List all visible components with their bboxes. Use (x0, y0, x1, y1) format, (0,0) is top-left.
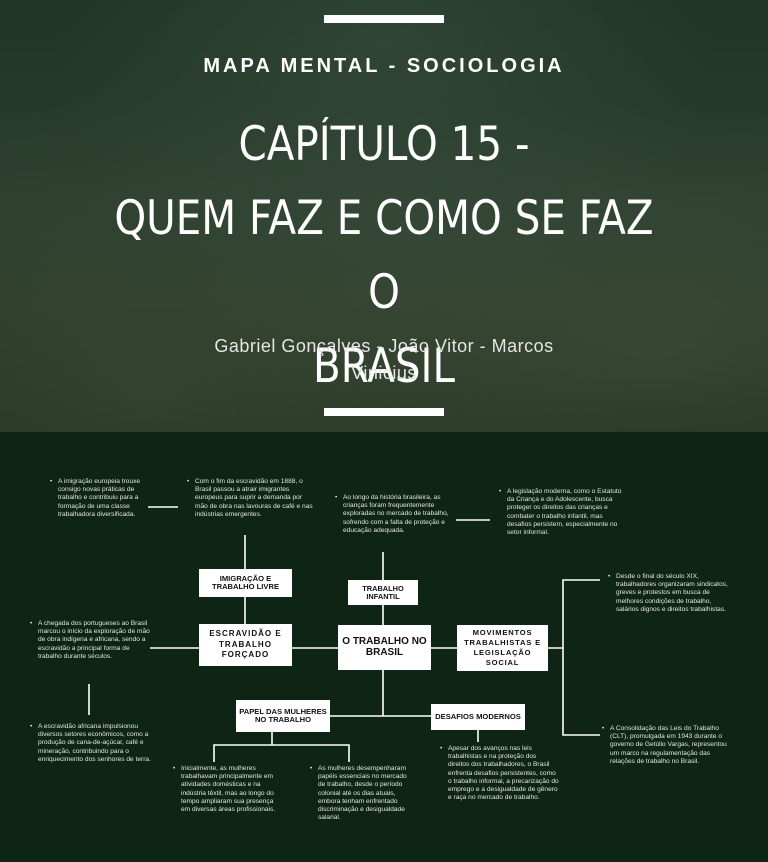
node-center-trabalho-no-brasil[interactable]: O TRABALHO NO BRASIL (338, 625, 431, 670)
note-chegada-portugueses: A chegada dos portugueses ao Brasil marc… (29, 620, 153, 661)
note-seculo-xix: Desde o final do século XIX, trabalhador… (607, 573, 735, 614)
node-papel-das-mulheres[interactable]: PAPEL DAS MULHERES NO TRABALHO (236, 700, 330, 732)
authors: Gabriel Gonçalves - João Vitor - Marcos … (160, 333, 608, 387)
chapter-title: CAPÍTULO 15 - QUEM FAZ E COMO SE FAZ O B… (105, 108, 662, 404)
connector-movimentos-bottom (562, 648, 600, 736)
note-mulheres-inicialmente: Inicialmente, as mulheres trabalhavam pr… (172, 765, 284, 814)
header-banner: MAPA MENTAL - SOCIOLOGIA CAPÍTULO 15 - Q… (0, 0, 768, 432)
top-divider-bar (324, 15, 444, 23)
kicker-title: MAPA MENTAL - SOCIOLOGIA (203, 55, 565, 77)
authors-line-1: Gabriel Gonçalves - João Vitor - Marcos (214, 336, 554, 356)
title-line-1: CAPÍTULO 15 - (238, 117, 530, 172)
node-escravidao-trabalho-forcado[interactable]: ESCRAVIDÃO E TRABALHO FORÇADO (199, 624, 292, 666)
node-trabalho-infantil[interactable]: TRABALHO INFANTIL (348, 580, 418, 605)
node-imigracao-trabalho-livre[interactable]: IMIGRAÇÃO E TRABALHO LIVRE (199, 569, 292, 597)
note-imigracao-europeia: A imigração europeia trouxe consigo nova… (49, 478, 149, 519)
title-line-2: QUEM FAZ E COMO SE FAZ O (114, 191, 654, 320)
connector-mulheres-notes (213, 744, 350, 762)
title-line-3: BRASIL (313, 339, 455, 394)
node-desafios-modernos[interactable]: DESAFIOS MODERNOS (431, 704, 525, 730)
note-avancos-leis: Apesar dos avanços nas leis trabalhistas… (439, 745, 559, 802)
note-mulheres-papeis: As mulheres desempenharam papéis essenci… (309, 765, 409, 822)
connector-movimentos-top (548, 579, 600, 649)
note-clt: A Consolidação das Leis do Trabalho (CLT… (601, 725, 727, 766)
note-fim-escravidao: Com o fim da escravidão em 1888, o Brasi… (186, 478, 314, 519)
node-movimentos-trabalhistas[interactable]: MOVIMENTOS TRABALHISTAS E LEGISLAÇÃO SOC… (457, 625, 548, 671)
note-legislacao-moderna: A legislação moderna, como o Estatuto da… (498, 488, 628, 537)
authors-line-2: Vinicius (351, 363, 417, 383)
bottom-divider-bar (324, 408, 444, 416)
note-criancas-exploradas: Ao longo da história brasileira, as cria… (334, 494, 462, 535)
note-escravidao-africana: A escravidão africana impulsionou divers… (29, 723, 153, 764)
